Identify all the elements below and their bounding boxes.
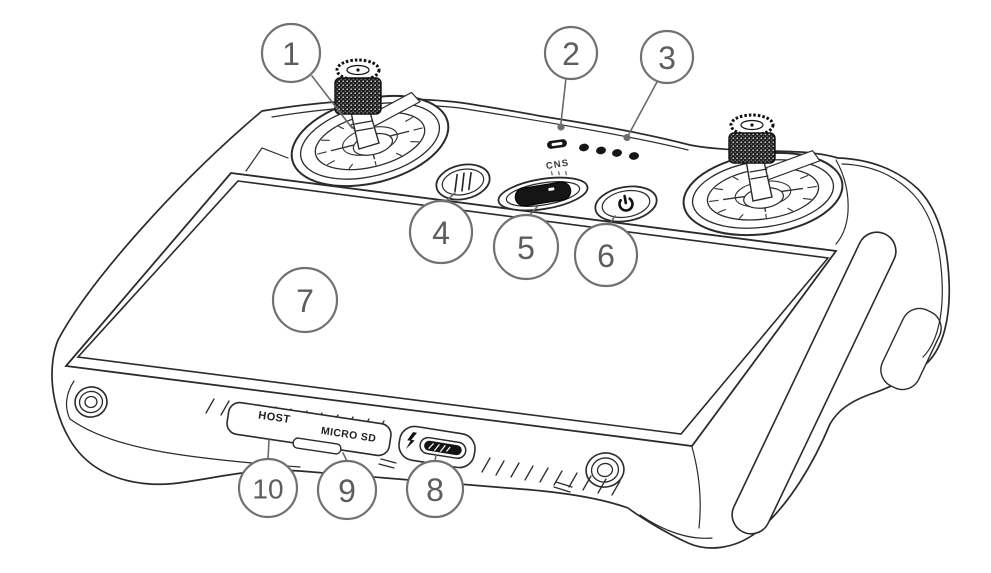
touchscreen: [76, 180, 830, 435]
flight-pause-button: [435, 163, 491, 201]
leader-dot: [557, 123, 565, 131]
callout-3-number: 3: [658, 40, 676, 76]
right-grip: [585, 159, 943, 539]
status-led: [547, 139, 567, 149]
pause-slashes-icon: [454, 171, 472, 193]
left-grip: [65, 147, 301, 468]
callout-10: 10: [237, 439, 299, 519]
left-stick-knob: [334, 58, 382, 115]
usb-recess: [398, 425, 476, 469]
controller-body: [51, 98, 951, 549]
usb-c-port: [419, 436, 467, 460]
leader-dot: [623, 133, 631, 142]
micro-sd-slot: [292, 437, 342, 455]
callout-9-number: 9: [338, 473, 356, 509]
left-speaker-hole-icon: [74, 386, 108, 418]
ports-area: HOST MICRO SD: [226, 401, 573, 493]
edge-dashes: [378, 458, 573, 493]
callout-4: 4: [408, 192, 474, 265]
callout-1-number: 1: [282, 36, 300, 72]
battery-level-leds: [579, 143, 639, 160]
callout-9: 9: [316, 452, 378, 521]
left-control-stick: [282, 58, 458, 201]
callout-2-number: 2: [562, 36, 580, 72]
lightning-bolt-icon: [405, 432, 417, 450]
callout-5: 5: [492, 206, 560, 281]
callout-10-number: 10: [252, 474, 283, 505]
callout-3: 3: [623, 29, 695, 142]
callout-1: 1: [260, 22, 353, 129]
power-icon: [618, 194, 634, 212]
callout-7-number: 7: [296, 283, 314, 319]
right-speaker-hole-icon: [585, 452, 625, 488]
callout-6-number: 6: [597, 238, 615, 274]
callout-7: 7: [271, 266, 339, 334]
callout-4-number: 4: [432, 215, 450, 251]
power-button: [594, 185, 658, 223]
callout-8-number: 8: [426, 472, 444, 508]
callout-8: 8: [405, 454, 465, 519]
callout-2: 2: [543, 25, 599, 131]
right-control-stick: [678, 113, 848, 245]
callout-5-number: 5: [517, 230, 535, 266]
callout-6: 6: [573, 215, 639, 288]
flight-mode-switch: CNS: [497, 158, 589, 212]
right-stick-knob: [728, 113, 776, 164]
host-port-label: HOST: [257, 409, 291, 426]
callouts: 1 2 3 4 5 6 7: [237, 22, 695, 521]
mode-switch-label: CNS: [545, 158, 570, 173]
